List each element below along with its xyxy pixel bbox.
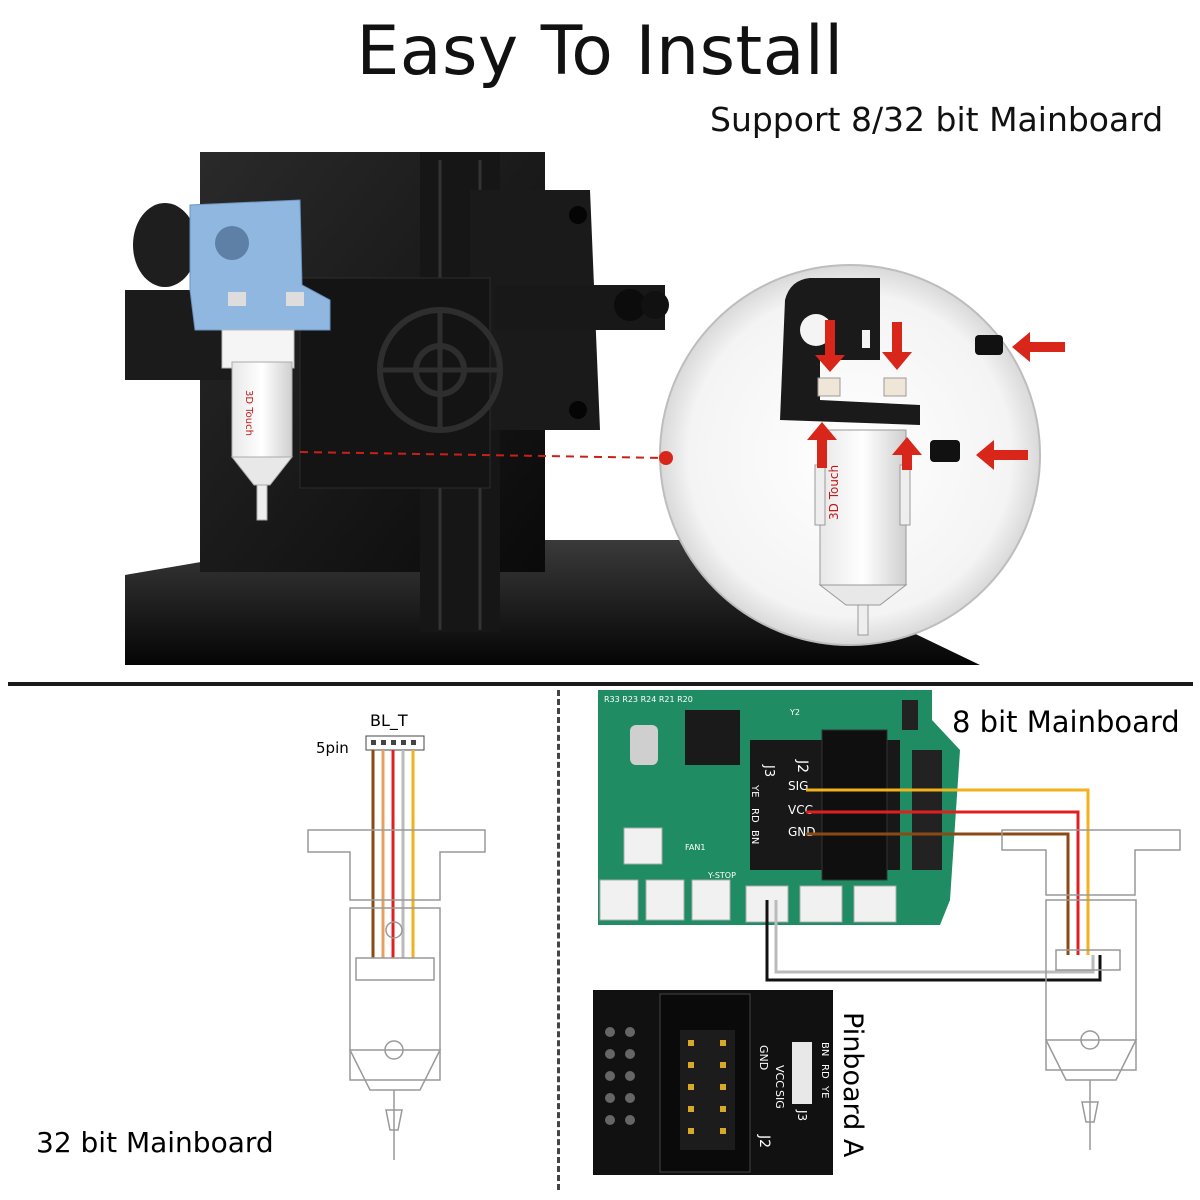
screw-bottom [930,440,960,462]
mcu-chip [685,710,740,765]
vertical-divider [557,690,560,1190]
screw-top [975,335,1003,355]
pin-sig: SIG [788,779,808,793]
caption-32bit: 32 bit Mainboard [36,1126,274,1159]
caption-8bit: 8 bit Mainboard [952,705,1180,739]
pinboard-pin-vcc: VCC [773,1065,786,1088]
pinboard-pin-gnd: GND [757,1045,770,1070]
y2-silkscreen: Y2 [789,708,800,717]
bl-t-label: BL_T [370,711,408,731]
wire-white-8bit [774,900,1095,974]
zoom-sensor-brand-text: 3D Touch [827,465,841,520]
pin-count-label: 5pin [316,739,349,757]
wire-brown-8bit [806,832,1070,955]
3d-touch-sensor [231,361,293,458]
j2-label: J2 [794,759,810,773]
spacer-left [817,377,841,397]
sensor-outline-32bit [307,829,486,1160]
j2-header [821,729,888,881]
wire-label-ye: YE [749,784,760,797]
caption-pinboard: Pinboard A [837,1012,868,1158]
diagram-8bit: J2 J3 SIG VCC GND YE RD BN R33 R23 R24 R… [593,690,1181,1175]
pin-vcc: VCC [788,803,813,817]
zoom-leader-line [299,451,666,459]
j3-label: J3 [761,764,776,777]
sensor-brand-text: 3D Touch [243,390,254,436]
pinboard-wire-bn: BN [819,1042,830,1056]
board-silkscreen: R33 R23 R24 R21 R20 [604,695,693,704]
page-title: Easy To Install [356,12,844,91]
install-arrows [807,320,1065,470]
spacer-right [883,377,907,397]
ystop-silkscreen: Y-STOP [707,871,736,880]
printer-installation-illustration: 3D Touch 3D Touch [125,152,1065,665]
wire-label-rd: RD [749,808,760,823]
page-subtitle: Support 8/32 bit Mainboard [710,100,1164,139]
fan1-silkscreen: FAN1 [685,843,705,852]
section-divider [8,682,1193,686]
wire-red-8bit [806,810,1080,955]
sensor-outline-8bit [1001,829,1181,1150]
pinboard-wire-ye: YE [819,1085,830,1098]
wire-black-8bit [765,900,1102,982]
pinboard-pin-sig: SIG [773,1090,786,1109]
extruder-knob [133,203,197,287]
jst-connectors [599,827,897,923]
pinboard-j3-label: J3 [795,1109,809,1121]
diagram-32bit: BL_T 5pin 32 bit Mainboard [36,711,486,1160]
zoom-sensor [819,429,907,586]
pinboard-j3-header [792,1042,812,1104]
pin-gnd: GND [788,825,816,839]
pinboard-wire-rd: RD [819,1064,830,1079]
wire-label-bn: BN [749,830,760,844]
pinboard-j2-label: J2 [756,1134,772,1148]
